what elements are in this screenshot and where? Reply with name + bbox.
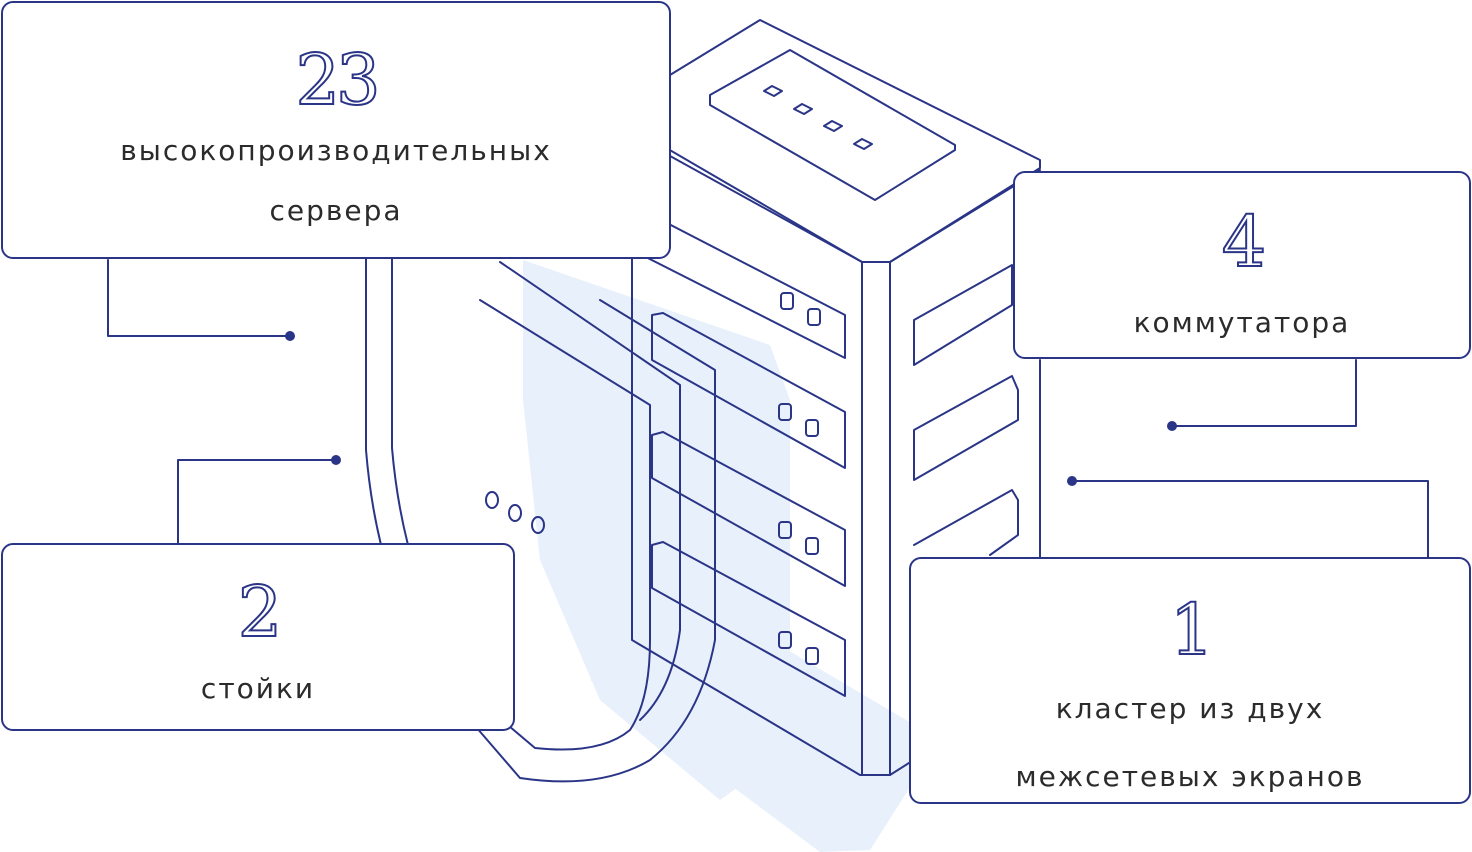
connector-dot (331, 455, 341, 465)
connector-dot (1067, 476, 1077, 486)
racks-count: 2 (237, 571, 284, 653)
servers-label-line1: высокопроизводительных (120, 134, 552, 167)
servers-stat-card: 23 высокопроизводительных сервера (1, 1, 671, 259)
connector-dot (1167, 421, 1177, 431)
connector-dots (285, 331, 1177, 486)
servers-count: 23 (294, 39, 381, 121)
servers-label-line2: сервера (269, 194, 403, 227)
connector-lines (107, 259, 1429, 558)
firewalls-stat-card: 1 кластер из двух межсетевых экранов (909, 557, 1471, 804)
rack-side-leds (485, 491, 545, 534)
server-units (631, 204, 846, 697)
switches-label: коммутатора (1133, 306, 1351, 339)
server-side-slots (913, 264, 1019, 556)
firewalls-count: 1 (1169, 589, 1216, 671)
connector-dot (285, 331, 295, 341)
racks-label: стойки (200, 672, 316, 705)
racks-stat-card: 2 стойки (1, 543, 515, 731)
shield-icon (523, 260, 940, 852)
switches-stat-card: 4 коммутатора (1013, 171, 1471, 359)
firewalls-label-line1: кластер из двух (1055, 692, 1325, 725)
firewalls-label-line2: межсетевых экранов (1015, 760, 1365, 793)
switches-count: 4 (1221, 201, 1268, 283)
